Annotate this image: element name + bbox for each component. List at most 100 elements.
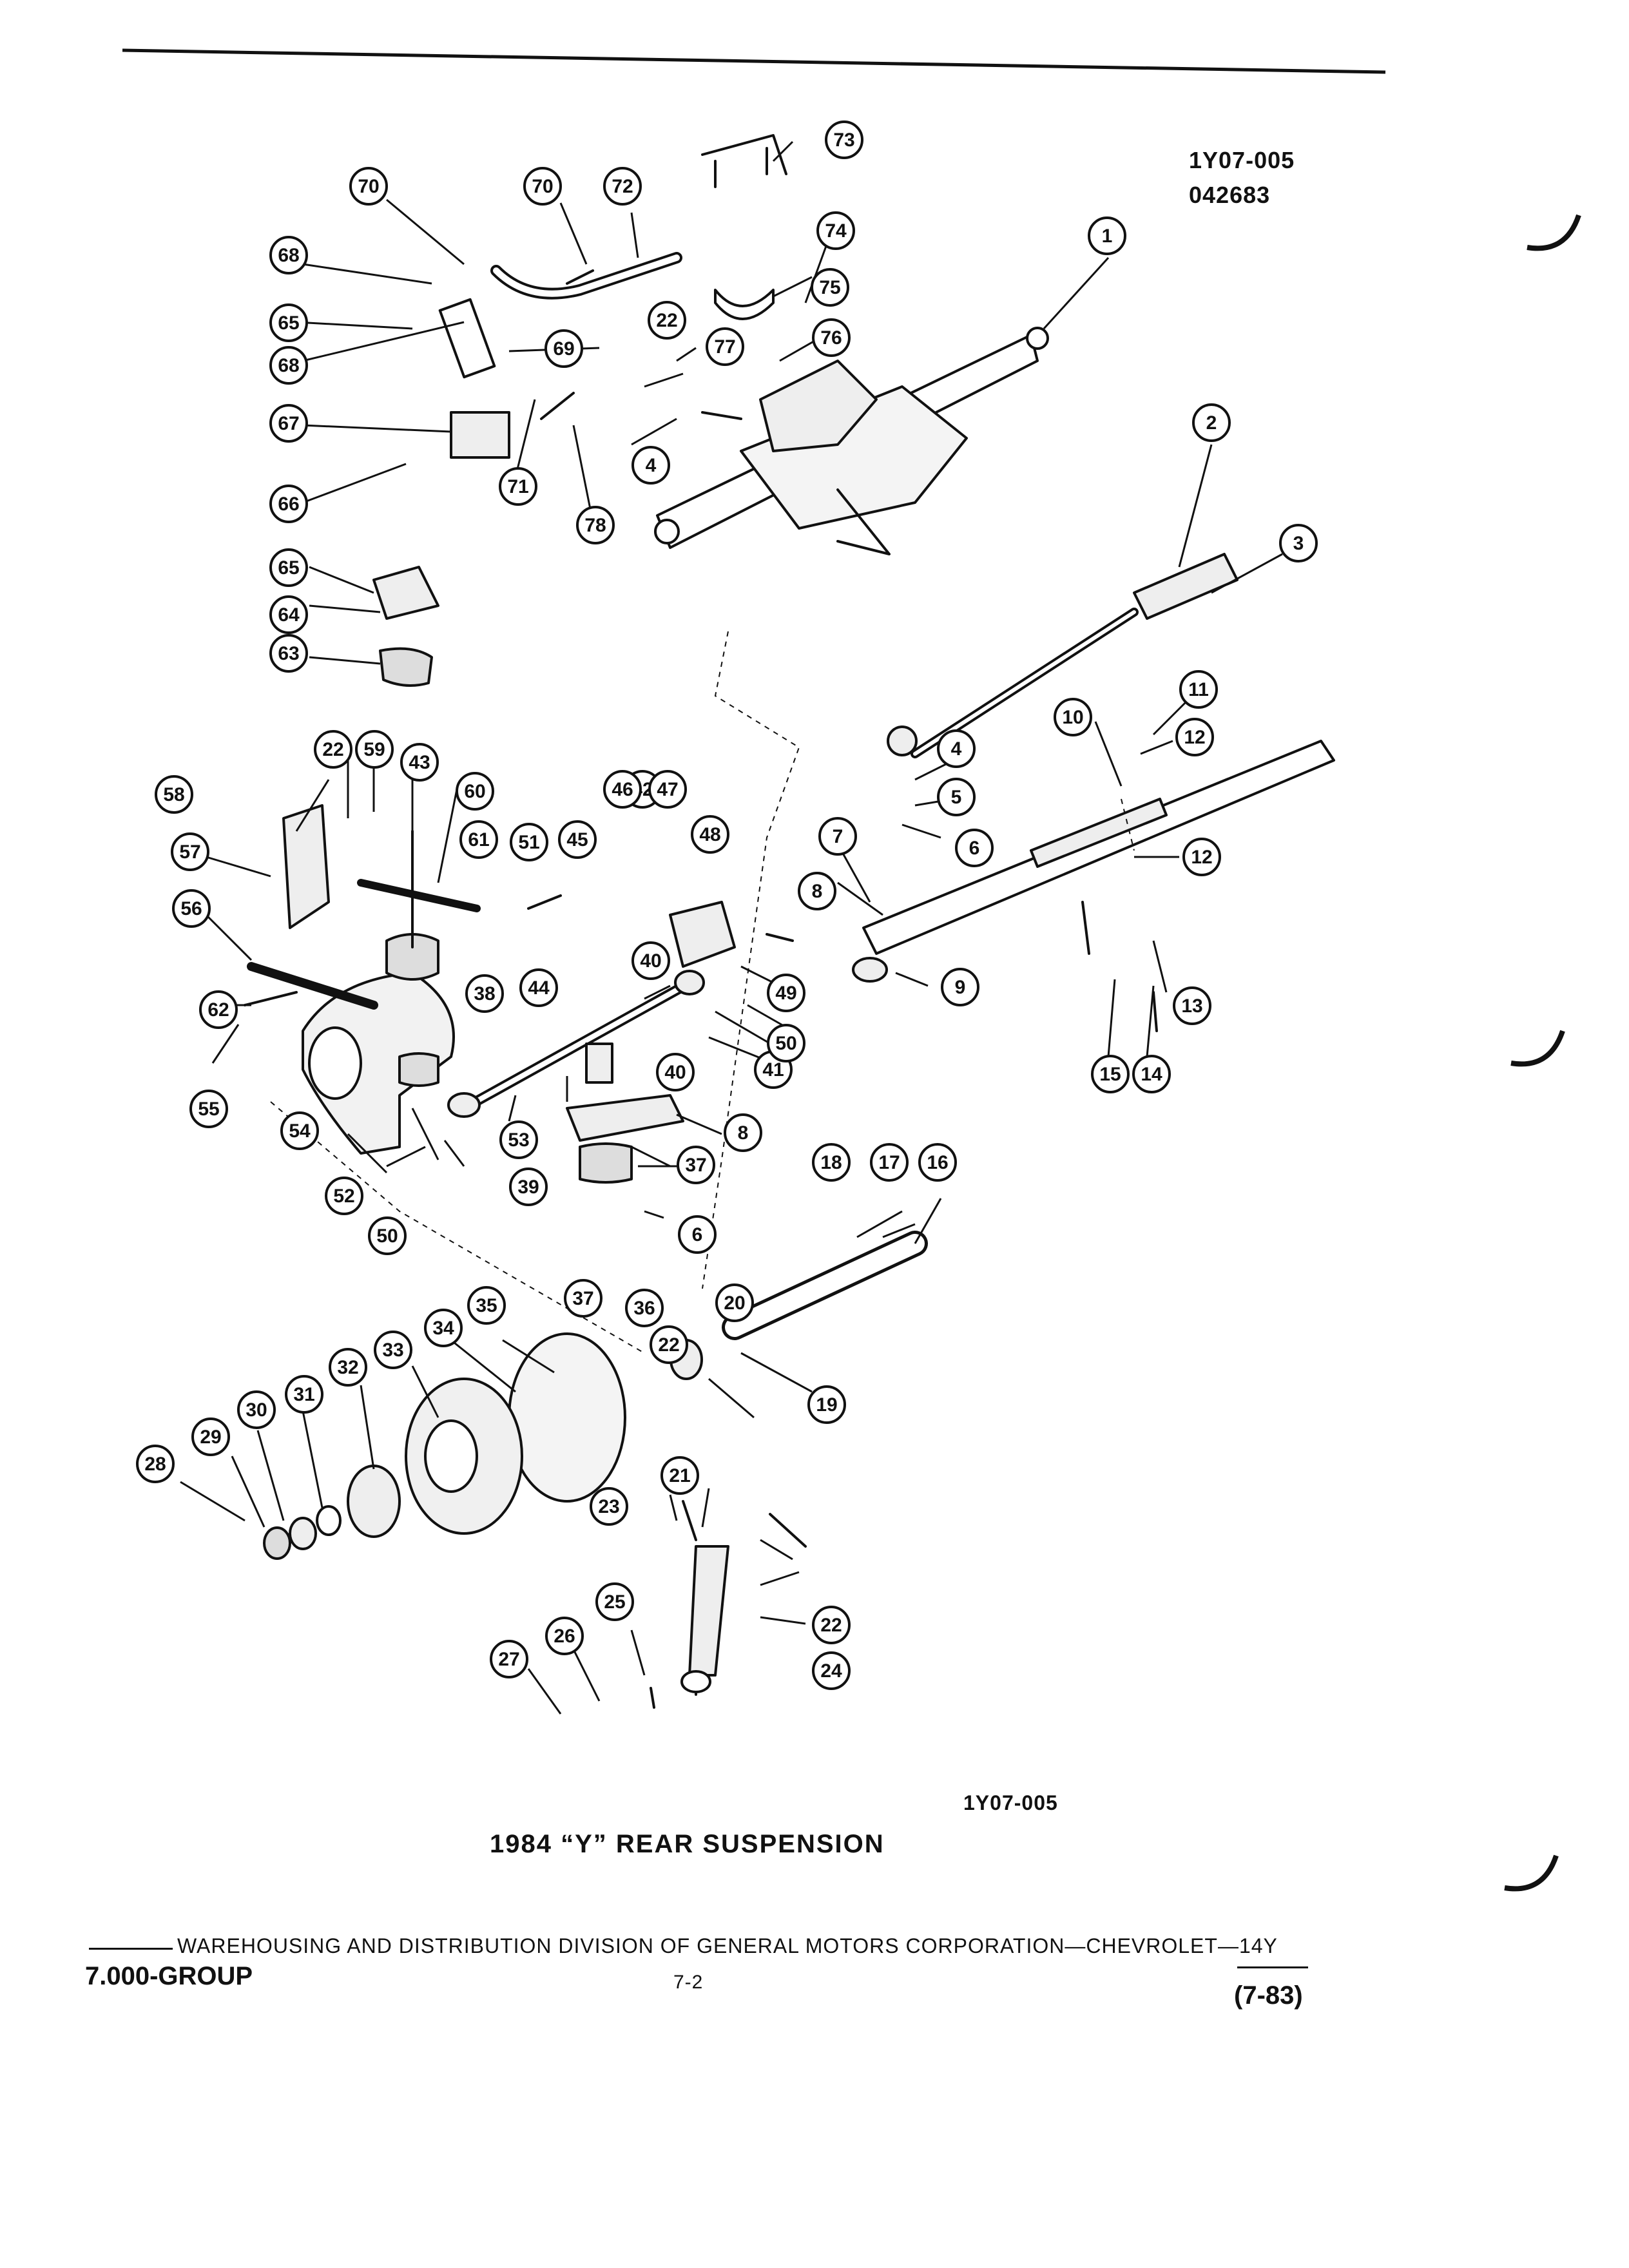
callout-number: 57	[179, 841, 200, 863]
callout-circle	[1279, 524, 1318, 562]
callout-circle	[678, 1215, 717, 1254]
callout-number: 18	[820, 1152, 842, 1173]
callout-70: 70	[349, 167, 388, 206]
callout-circle	[1173, 986, 1211, 1025]
callout-75: 75	[811, 268, 849, 307]
callout-number: 30	[246, 1399, 267, 1421]
callout-circle	[816, 211, 855, 250]
callout-circle	[631, 446, 670, 485]
callout-number: 6	[692, 1224, 703, 1245]
brake-shield	[508, 1332, 626, 1503]
callout-circle	[269, 595, 308, 634]
bolt	[1152, 991, 1158, 1032]
callout-circle	[545, 329, 583, 368]
callout-number: 75	[819, 277, 840, 298]
callout-circle	[812, 1651, 851, 1690]
callout-number: 53	[508, 1129, 529, 1151]
callout-circle	[155, 775, 193, 814]
spacer	[585, 1043, 613, 1084]
callout-circle	[355, 730, 394, 769]
footer-rule-right	[1237, 1966, 1308, 1968]
callout-77: 77	[706, 327, 744, 366]
callout-number: 1	[1102, 226, 1113, 247]
callout-32: 32	[329, 1348, 367, 1387]
callout-12: 12	[1182, 838, 1221, 876]
callout-45: 45	[558, 820, 597, 859]
callout-16: 16	[918, 1143, 957, 1182]
bolt	[769, 1513, 807, 1548]
cushion	[385, 933, 439, 981]
callout-circle	[656, 1053, 695, 1091]
callout-number: 56	[180, 898, 202, 919]
callout-number: 33	[382, 1340, 403, 1361]
callout-circle	[941, 968, 979, 1006]
callout-62: 62	[199, 990, 238, 1029]
callout-circle	[715, 1283, 754, 1322]
callout-17: 17	[870, 1143, 909, 1182]
callout-number: 17	[878, 1152, 900, 1173]
bolt	[766, 933, 794, 942]
callout-53: 53	[499, 1120, 538, 1159]
callout-circle	[368, 1216, 407, 1255]
callout-circle	[870, 1143, 909, 1182]
callout-10: 10	[1054, 698, 1092, 736]
callout-number: 43	[409, 752, 430, 773]
callout-73: 73	[825, 120, 863, 159]
callout-47: 47	[648, 770, 687, 809]
callout-23: 23	[590, 1487, 628, 1526]
callout-66: 66	[269, 485, 308, 523]
callout-number: 24	[820, 1660, 842, 1682]
callout-37: 37	[677, 1146, 715, 1184]
callout-circle	[456, 772, 494, 811]
footer-division: WAREHOUSING AND DISTRIBUTION DIVISION OF…	[177, 1934, 1278, 1957]
callout-circle	[558, 820, 597, 859]
callout-52: 52	[325, 1177, 363, 1215]
spring-bracket	[669, 901, 736, 968]
callout-number: 67	[278, 413, 299, 434]
callout-number: 15	[1099, 1064, 1121, 1085]
callout-circle	[811, 268, 849, 307]
callout-number: 70	[358, 176, 379, 197]
callout-54: 54	[280, 1111, 319, 1150]
callout-labels: 1234456678891011121213141516171819202122…	[136, 120, 1318, 1690]
callout-number: 12	[1184, 727, 1205, 748]
callout-22: 22	[650, 1325, 688, 1364]
callout-circle	[523, 167, 562, 206]
callout-61: 61	[459, 820, 498, 859]
callout-8: 8	[724, 1113, 762, 1152]
mount-bushing	[379, 647, 433, 687]
callout-circle	[1054, 698, 1092, 736]
callout-number: 22	[820, 1615, 842, 1636]
callout-circle	[269, 634, 308, 673]
callout-48: 48	[691, 815, 729, 854]
callout-number: 13	[1181, 995, 1202, 1017]
callout-15: 15	[1091, 1055, 1130, 1093]
callout-65: 65	[269, 303, 308, 342]
callout-number: 45	[566, 829, 588, 850]
callout-circle	[465, 974, 504, 1013]
callout-number: 5	[951, 787, 962, 808]
callout-number: 34	[432, 1318, 454, 1339]
callout-number: 48	[699, 824, 720, 845]
callout-26: 26	[545, 1617, 584, 1655]
callout-circle	[798, 872, 836, 910]
callout-12: 12	[1175, 718, 1214, 756]
callout-circle	[631, 941, 670, 980]
callout-circle	[499, 1120, 538, 1159]
callout-circle	[603, 770, 642, 809]
callout-circle	[325, 1177, 363, 1215]
callout-circle	[519, 968, 558, 1007]
callout-number: 51	[518, 832, 539, 853]
callout-circle	[490, 1640, 528, 1678]
tie-rod-end	[887, 726, 918, 756]
callout-circle	[595, 1582, 634, 1621]
callout-22: 22	[812, 1606, 851, 1644]
callout-number: 74	[825, 220, 847, 242]
callout-circle	[237, 1390, 276, 1429]
callout-number: 38	[474, 983, 495, 1004]
footer-revision: (7-83)	[1234, 1981, 1303, 2010]
callout-number: 78	[584, 515, 606, 536]
callout-27: 27	[490, 1640, 528, 1678]
header-rule	[122, 48, 1386, 74]
callout-19: 19	[807, 1385, 846, 1424]
